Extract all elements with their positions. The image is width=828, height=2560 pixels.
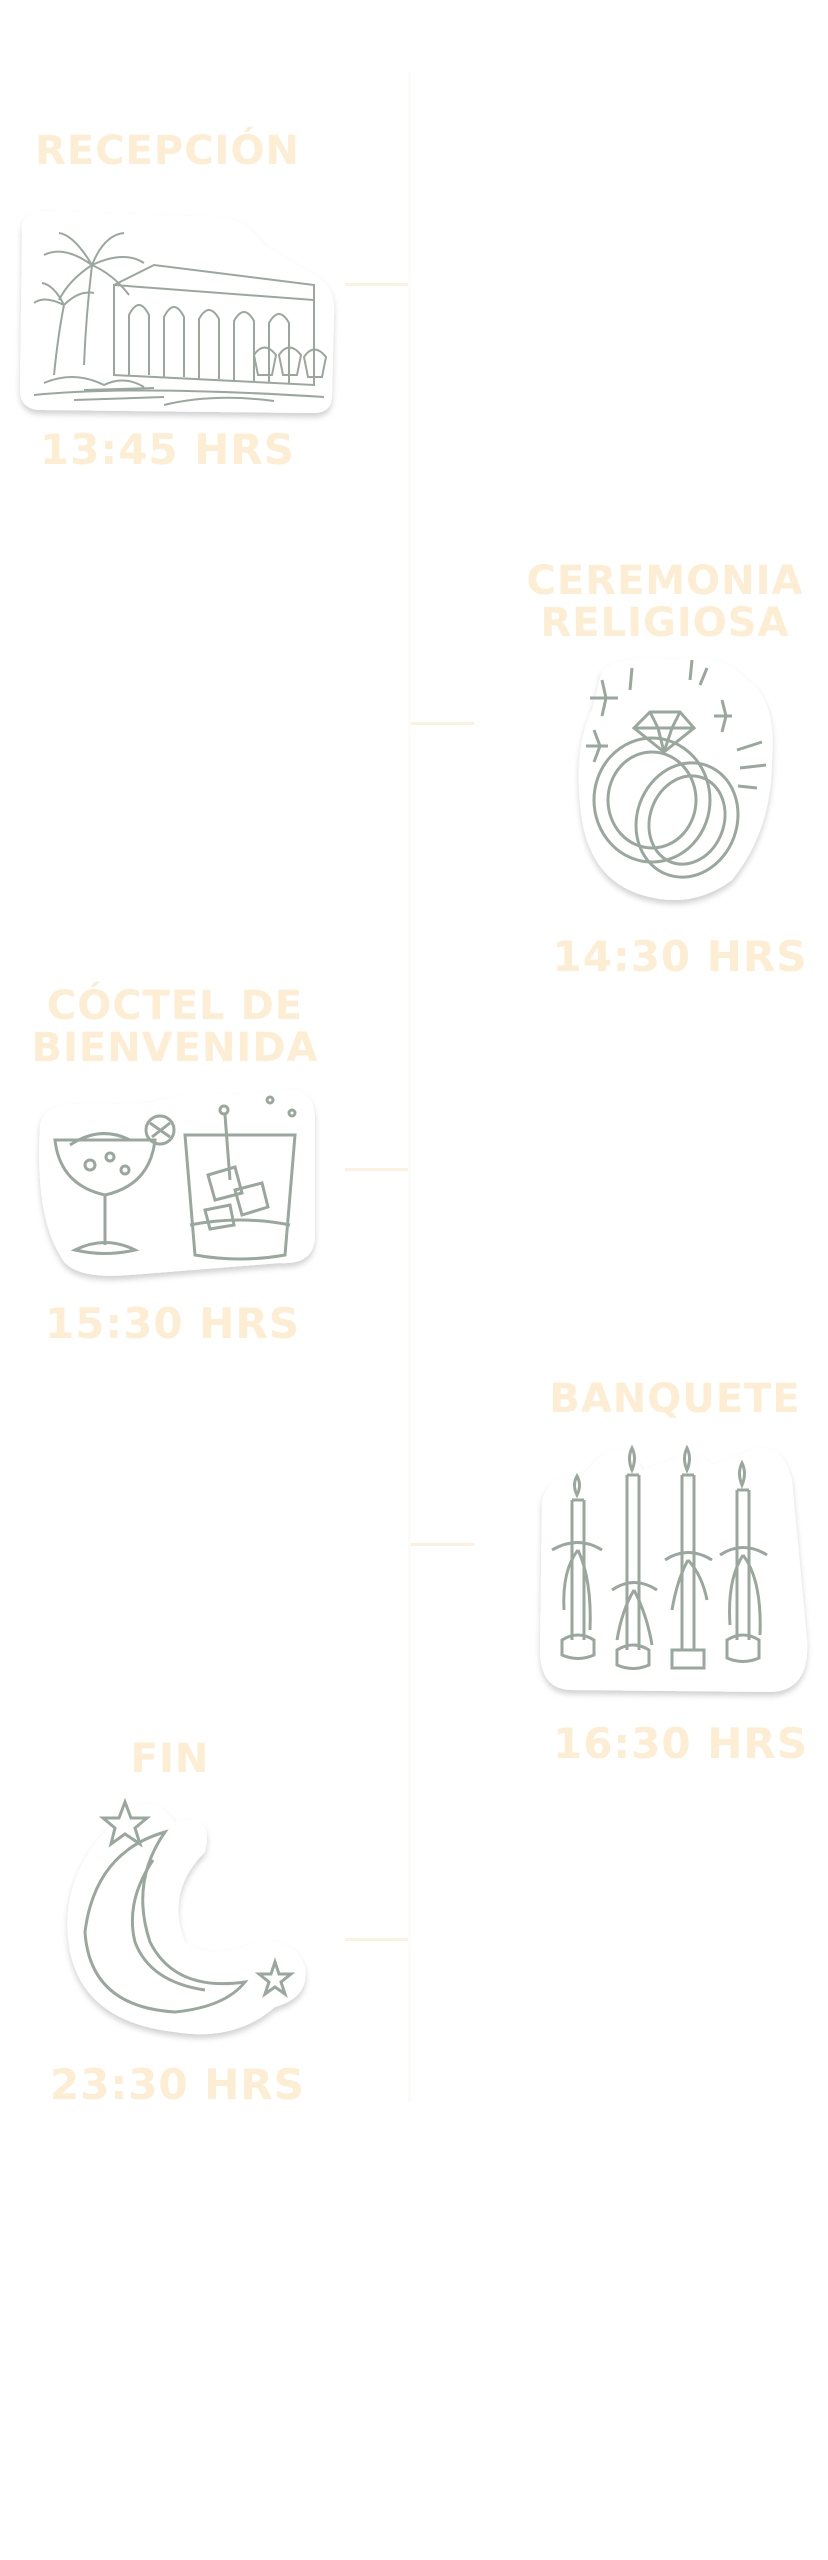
wedding-rings-icon: [572, 650, 782, 910]
timeline-event: RECEPCIÓN: [20, 130, 315, 172]
cocktails-icon: [30, 1085, 320, 1280]
timeline-event: 14:30 HRS: [530, 935, 828, 979]
timeline-event: 16:30 HRS: [528, 1722, 828, 1766]
event-title: RECEPCIÓN: [35, 128, 300, 174]
candles-icon: [532, 1440, 810, 1700]
timeline-event: 15:30 HRS: [20, 1302, 325, 1346]
event-title: CÓCTEL DE BIENVENIDA: [31, 983, 319, 1071]
event-time: 14:30 HRS: [552, 932, 808, 981]
timeline-event: 23:30 HRS: [20, 2063, 335, 2107]
hacienda-icon: [14, 205, 340, 420]
event-time: 13:45 HRS: [39, 425, 296, 474]
timeline-event: BANQUETE: [530, 1378, 820, 1420]
event-time: 16:30 HRS: [552, 1719, 809, 1768]
event-time: 23:30 HRS: [49, 2060, 306, 2109]
timeline-connector: [411, 722, 474, 725]
timeline-connector: [345, 283, 408, 286]
timeline-connector: [345, 1938, 408, 1941]
timeline-event: FIN: [20, 1738, 320, 1780]
timeline-connector: [345, 1168, 408, 1171]
timeline-event: CEREMONIA RELIGIOSA: [515, 560, 815, 644]
moon-stars-icon: [55, 1792, 315, 2042]
timeline-connector: [411, 1543, 474, 1546]
event-time: 15:30 HRS: [44, 1299, 301, 1348]
timeline-line: [408, 72, 411, 2102]
timeline-event: CÓCTEL DE BIENVENIDA: [15, 985, 335, 1069]
event-title: CEREMONIA RELIGIOSA: [526, 558, 804, 646]
event-title: FIN: [130, 1736, 210, 1782]
timeline-event: 13:45 HRS: [20, 428, 315, 472]
event-title: BANQUETE: [549, 1376, 801, 1422]
